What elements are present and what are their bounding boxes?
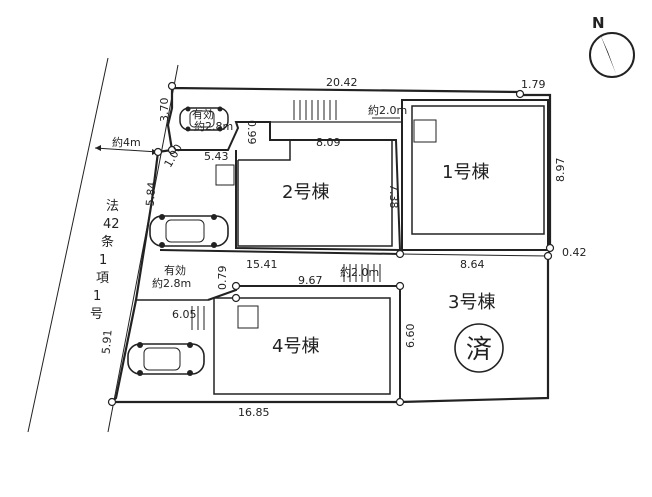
building-2-label: 2号棟 xyxy=(282,182,329,203)
building-4-footprint xyxy=(213,297,391,395)
building-2-footprint xyxy=(237,139,393,247)
dim-0-42: 0.42 xyxy=(562,246,587,259)
building-1-step xyxy=(413,119,437,143)
dim-8-64: 8.64 xyxy=(460,258,485,271)
dim-0-99: 0.99 xyxy=(245,120,258,145)
dim-3-70: 3.70 xyxy=(158,98,171,123)
lot-2-outline xyxy=(172,121,402,252)
road-width-label: 約4m xyxy=(112,135,141,149)
corner-markers xyxy=(107,81,555,407)
svg-text:1: 1 xyxy=(99,253,107,268)
svg-text:項: 項 xyxy=(96,271,109,286)
road-width-arrow-left xyxy=(95,145,101,151)
dim-8-09: 8.09 xyxy=(316,136,341,149)
mid-passage-stairs xyxy=(343,264,381,282)
dim-5-84: 5.84 xyxy=(143,181,158,207)
building-1-label: 1号棟 xyxy=(442,162,489,183)
parking-top-label-1: 有効 xyxy=(192,107,214,121)
dim-6-05: 6.05 xyxy=(172,308,197,321)
road-edge-right xyxy=(107,64,179,433)
car-icon-top xyxy=(179,106,229,132)
car-icon-bottom xyxy=(127,342,205,376)
dim-8-97: 8.97 xyxy=(554,158,567,183)
building-4-label: 4号棟 xyxy=(272,336,319,357)
building-2-step xyxy=(215,164,235,186)
dim-6-60: 6.60 xyxy=(404,324,417,349)
passage-mid-label: 約2.0m xyxy=(340,265,379,279)
top-passage-stairs xyxy=(293,100,337,120)
dim-5-43: 5.43 xyxy=(204,150,229,163)
lot-1-outline xyxy=(401,99,549,251)
parking-mid-label-2: 約2.8m xyxy=(152,276,191,290)
north-arrow-icon xyxy=(589,32,635,78)
svg-text:法: 法 xyxy=(106,199,119,214)
svg-text:1: 1 xyxy=(93,289,101,304)
lot-2-bottom-line xyxy=(159,249,401,255)
lot-3-outline xyxy=(399,253,549,403)
dim-16-85: 16.85 xyxy=(238,406,270,419)
building-3-label: 3号棟 xyxy=(448,292,495,313)
dim-1-00: 1.00 xyxy=(162,142,186,170)
dim-9-67: 9.67 xyxy=(298,274,323,287)
north-label: N xyxy=(592,14,605,32)
passage-top-label: 約2.0m xyxy=(368,103,407,117)
road-law-label: 法 42 条 1 項 1 号 xyxy=(90,199,120,322)
dim-20-42: 20.42 xyxy=(326,76,358,89)
car-icon-middle xyxy=(149,214,229,248)
svg-text:42: 42 xyxy=(103,217,120,232)
parking-mid-label-1: 有効 xyxy=(164,263,186,277)
svg-text:条: 条 xyxy=(101,234,114,250)
parking-top-label-2: 約2.8m xyxy=(194,119,233,133)
dim-5-91: 5.91 xyxy=(99,329,114,355)
svg-text:号: 号 xyxy=(90,307,103,322)
dim-7-38: 7.38 xyxy=(387,184,400,209)
road-width-line xyxy=(94,147,159,153)
sold-stamp-text: 済 xyxy=(466,335,492,365)
building-4-step xyxy=(237,305,259,329)
dim-15-41: 15.41 xyxy=(246,258,278,271)
road-edge-left xyxy=(27,57,109,433)
lower-left-stairs xyxy=(191,306,205,330)
dim-0-79: 0.79 xyxy=(216,266,229,291)
sold-stamp xyxy=(454,323,504,373)
dim-1-79: 1.79 xyxy=(521,78,546,91)
building-1-footprint xyxy=(411,105,545,235)
